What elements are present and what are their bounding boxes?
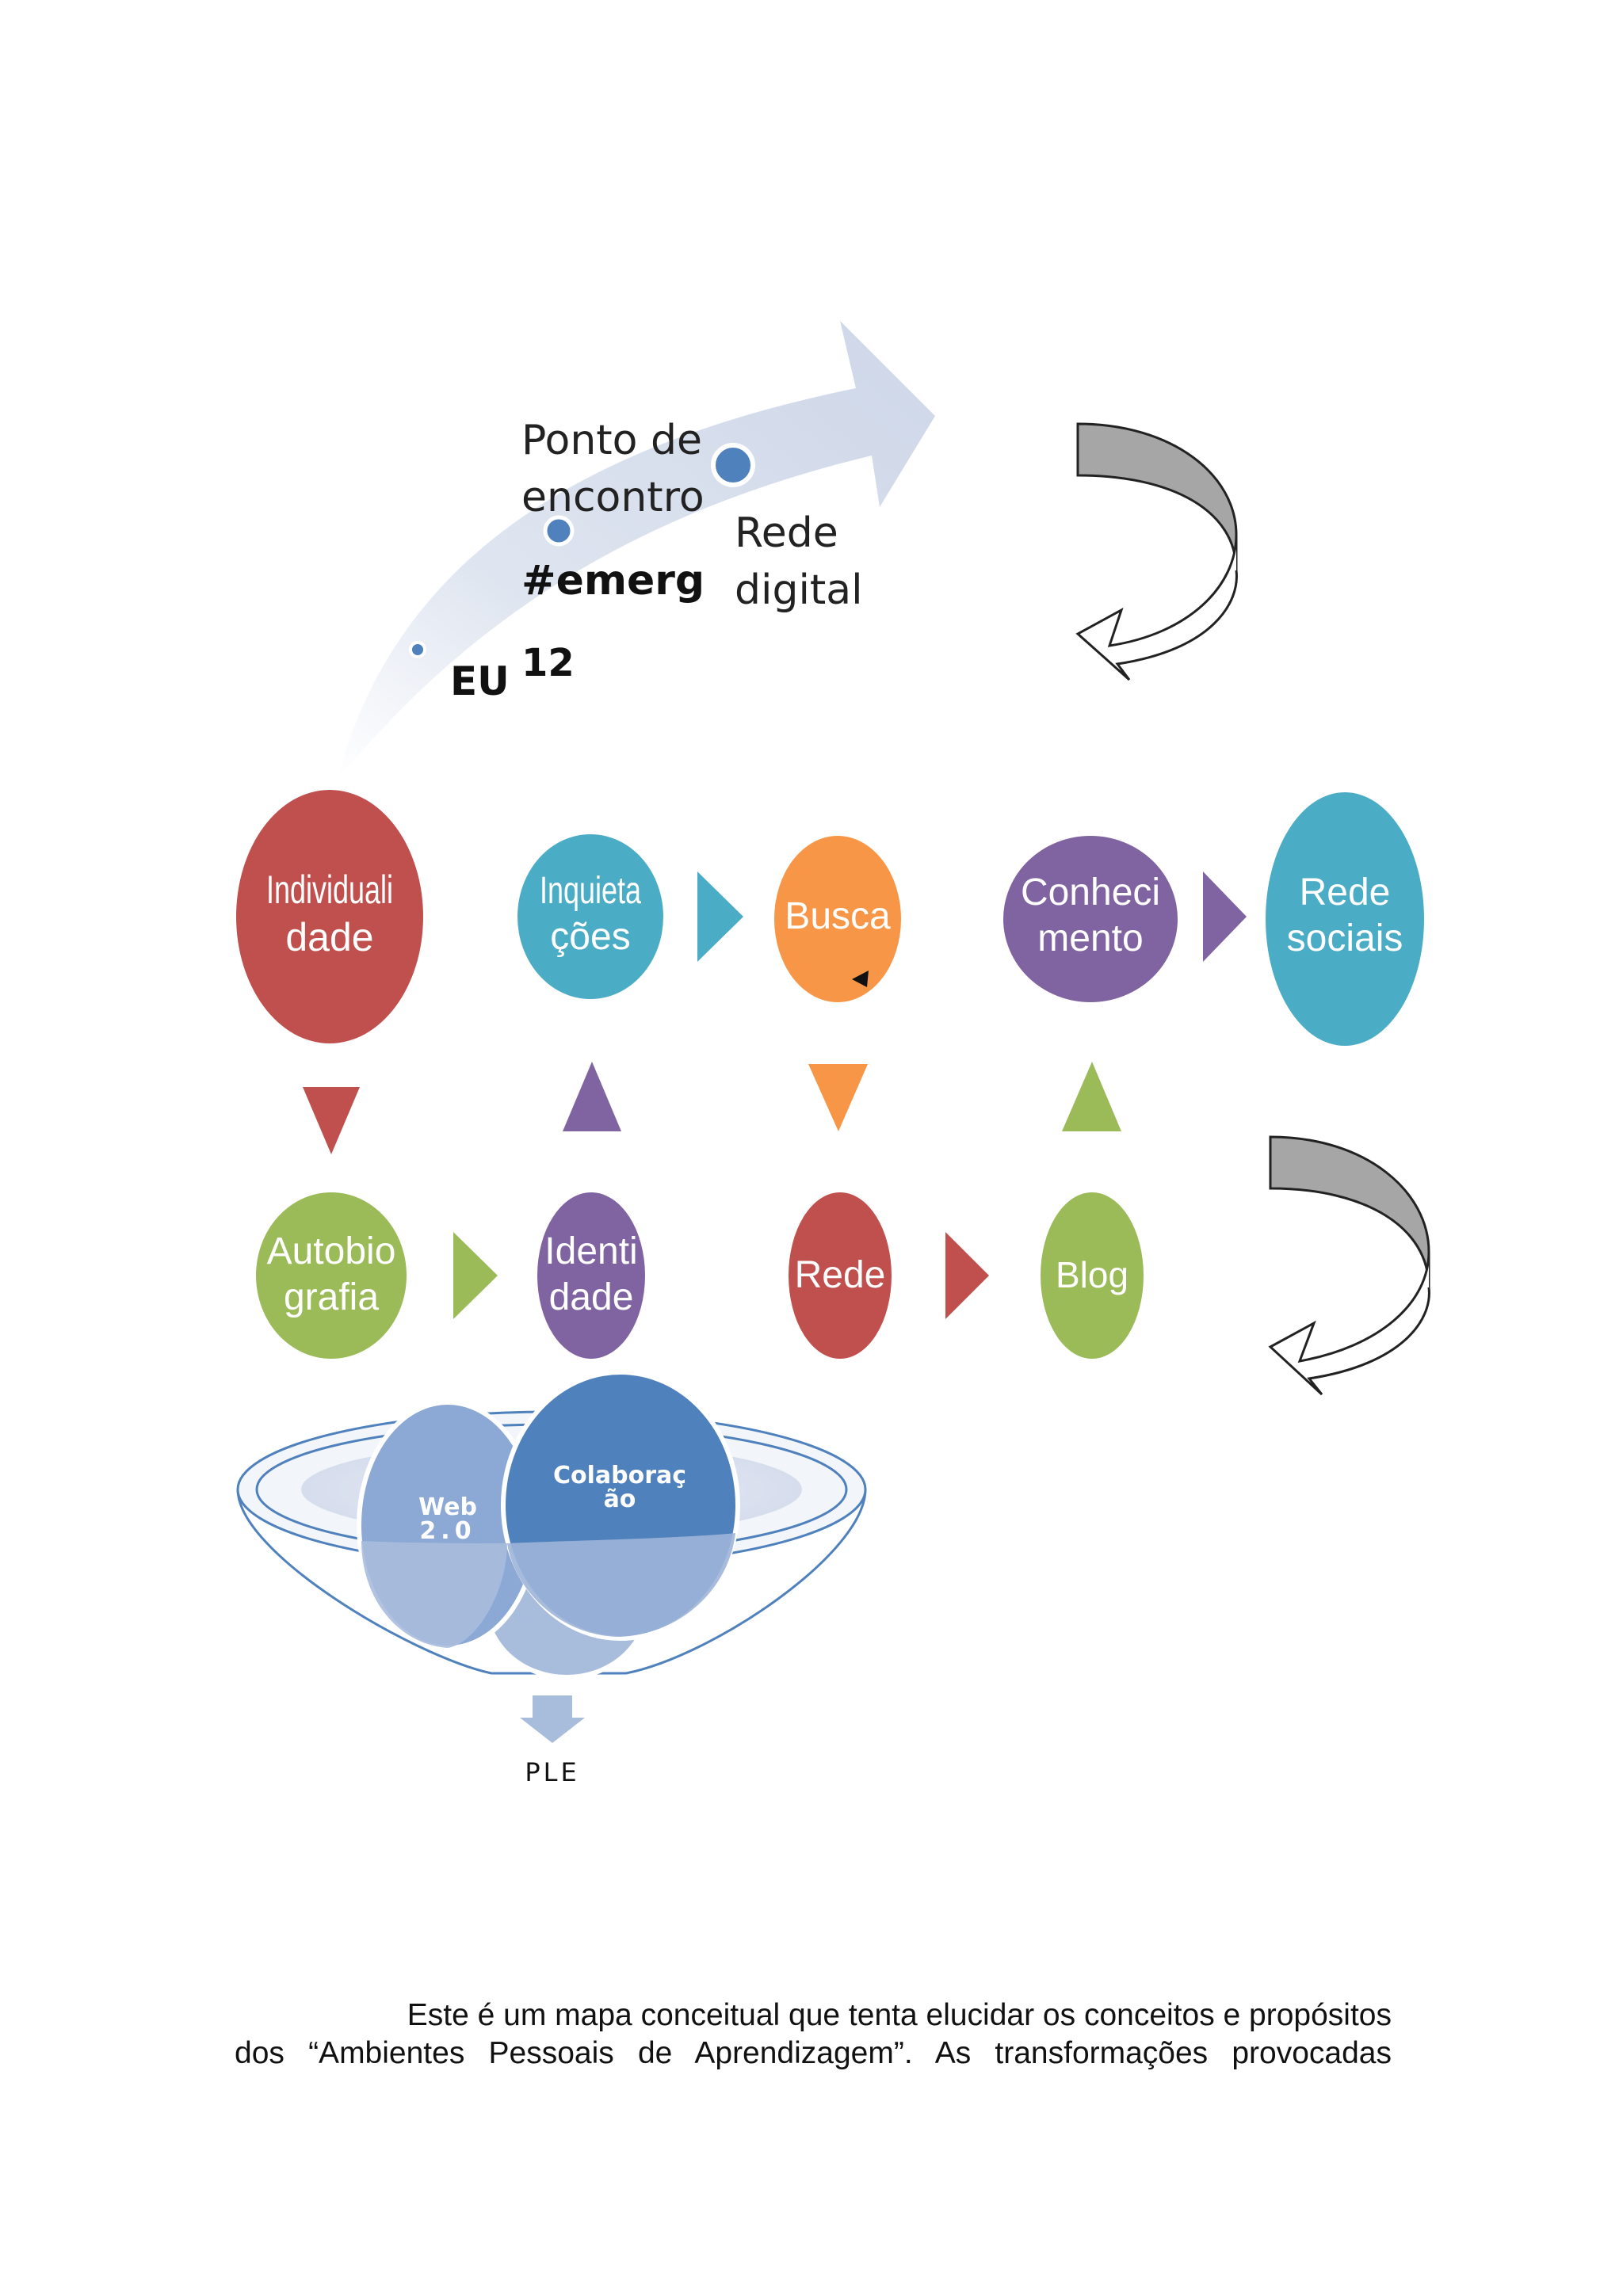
label-conhecimento-1: Conheci [1021, 871, 1160, 913]
label-busca: Busca [785, 895, 891, 937]
rede-digital-dot [711, 443, 755, 487]
node-autobiografia: Autobio grafia [256, 1192, 407, 1359]
ple-arrow-down [520, 1695, 585, 1743]
curl-arrow-top [1075, 422, 1238, 681]
emerg-label: #emerg [521, 557, 705, 605]
arrow-down-orange [808, 1064, 868, 1131]
label-identidade-1: Identi [544, 1230, 637, 1272]
curved-arrow [337, 321, 935, 780]
eu-dot [409, 641, 426, 658]
node-rede-sociais: Rede sociais [1266, 792, 1424, 1046]
curl-arrow-bottom [1268, 1135, 1430, 1396]
label-blog: Blog [1056, 1254, 1128, 1295]
label-ple: PLE [525, 1757, 579, 1787]
node-individualidade: Individuali dade [236, 790, 423, 1043]
label-autobiografia-1: Autobio [267, 1230, 396, 1272]
arrow-right-green [453, 1232, 498, 1319]
arrow-up-green [1062, 1062, 1121, 1131]
label-conhecimento-2: mento [1037, 917, 1143, 959]
arrow-right-red [945, 1232, 989, 1319]
arrow-right-teal [697, 871, 743, 962]
eu-label: EU [450, 658, 510, 704]
funnel: Web 2.0 Colaboraç ão PLE [236, 1370, 867, 1787]
node-inquietacoes: Inquieta ções [517, 834, 663, 999]
label-colaboracao-2: ão [604, 1486, 636, 1513]
label-identidade-2: dade [549, 1276, 634, 1318]
ponto-dot [543, 515, 575, 547]
label-rede: Rede [795, 1254, 886, 1296]
small-cursor-triangle [852, 971, 869, 987]
paragraph-line-2: dos “Ambientes Pessoais de Aprendizagem”… [235, 2036, 1392, 2070]
label-inquietacoes-2: ções [550, 916, 630, 958]
label-rede-sociais-1: Rede [1300, 871, 1391, 913]
node-conhecimento: Conheci mento [1003, 836, 1178, 1002]
label-individualidade-2: dade [285, 915, 373, 959]
rede-digital-label-line2: digital [735, 566, 863, 614]
node-busca: Busca [774, 836, 901, 1002]
label-web-version: 2.0 [419, 1517, 475, 1545]
bubble-web20-lower-tint [361, 1541, 507, 1648]
arrow-down-red [303, 1087, 360, 1154]
body-paragraph: Este é um mapa conceitual que tenta eluc… [235, 1997, 1392, 2073]
rede-digital-label-line1: Rede [735, 509, 838, 557]
label-rede-sociais-2: sociais [1287, 917, 1403, 959]
bubble-colaboracao-lower-tint [507, 1533, 735, 1637]
node-identidade: Identi dade [537, 1192, 645, 1359]
label-colaboracao-1: Colaboraç [553, 1462, 686, 1489]
label-autobiografia-2: grafia [284, 1276, 379, 1318]
node-rede: Rede [789, 1192, 892, 1359]
arrow-right-purple [1203, 871, 1247, 962]
label-inquietacoes-1: Inquieta [540, 870, 641, 912]
twelve-label: 12 [521, 641, 575, 685]
label-individualidade-1: Individuali [266, 868, 393, 912]
arrow-up-purple [563, 1062, 621, 1131]
ponto-label-line1: Ponto de [521, 417, 702, 464]
node-blog: Blog [1041, 1192, 1144, 1359]
ponto-label-line2: encontro [521, 474, 705, 521]
paragraph-line-1: Este é um mapa conceitual que tenta eluc… [407, 1998, 1392, 2032]
label-web: Web [418, 1493, 477, 1521]
